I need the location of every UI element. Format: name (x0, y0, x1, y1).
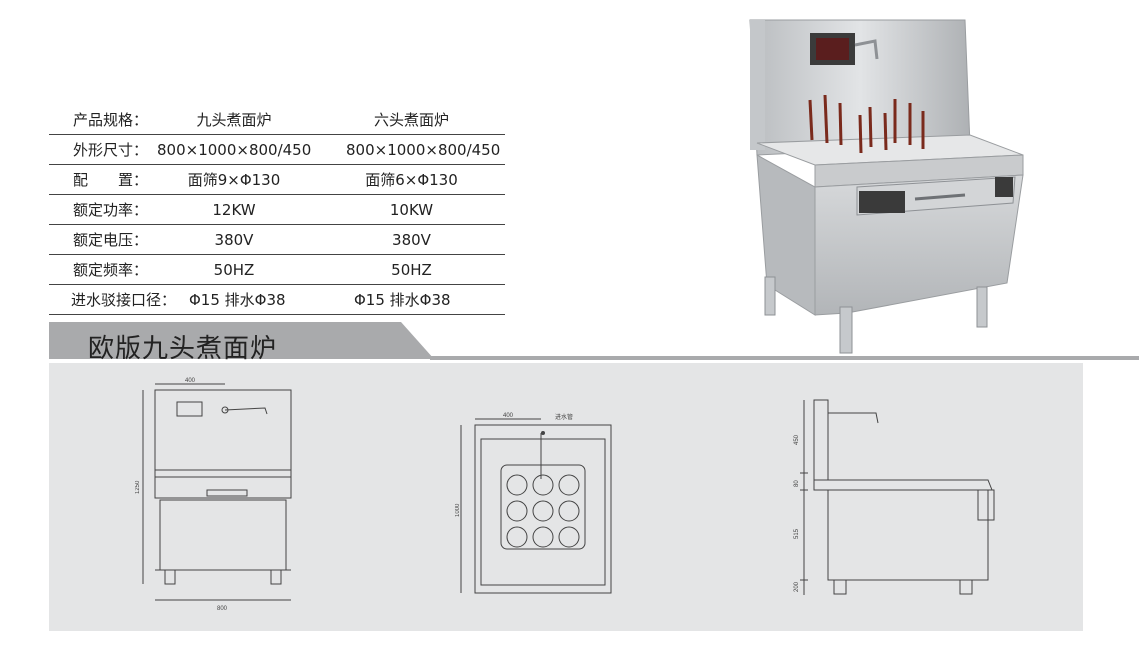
spec-value-nine-head: 九头煮面炉 (196, 111, 272, 129)
section-title: 欧版九头煮面炉 (88, 334, 278, 364)
spec-value-six-head: Φ15 排水Φ38 (354, 291, 451, 309)
spec-label: 进水驳接口径： (71, 291, 177, 309)
spec-value-six-head: 六头煮面炉 (373, 111, 449, 129)
spec-row: 额定功率： 12KW 10KW (49, 195, 505, 225)
dim-label: 800 (217, 606, 228, 612)
spec-row: 配 置： 面筛9×Φ130 面筛6×Φ130 (49, 165, 505, 195)
dim-label: 400 (503, 413, 514, 419)
spec-value-six-head: 面筛6×Φ130 (365, 171, 458, 189)
dim-label: 200 (794, 581, 800, 592)
product-photo (749, 19, 1024, 354)
top-view-drawing: 400 进水管 1000 (455, 413, 612, 594)
spec-value-six-head: 50HZ (391, 261, 432, 279)
spec-row: 进水驳接口径： Φ15 排水Φ38 Φ15 排水Φ38 (49, 285, 505, 315)
side-view-drawing: 450 80 515 200 (794, 399, 995, 595)
spec-row: 额定频率： 50HZ 50HZ (49, 255, 505, 285)
spec-value-six-head: 800×1000×800/450 (346, 141, 501, 159)
dim-label: 450 (794, 434, 800, 445)
drawing-band (49, 363, 1083, 631)
spec-value-nine-head: 12KW (212, 201, 256, 219)
front-view-drawing: 400 1250 800 (135, 378, 292, 612)
spec-label: 外形尺寸： (73, 141, 149, 159)
spec-value-nine-head: 800×1000×800/450 (157, 141, 312, 159)
spec-label: 额定频率： (73, 261, 149, 279)
dim-label: 80 (794, 480, 800, 487)
spec-label: 配 置： (73, 171, 149, 189)
spec-table: 产品规格： 九头煮面炉 六头煮面炉 外形尺寸： 800×1000×800/450… (49, 105, 505, 315)
spec-row: 产品规格： 九头煮面炉 六头煮面炉 (49, 105, 505, 135)
spec-row: 外形尺寸： 800×1000×800/450 800×1000×800/450 (49, 135, 505, 165)
spec-value-nine-head: 50HZ (213, 261, 255, 279)
spec-label: 产品规格： (73, 111, 149, 129)
water-inlet-label: 进水管 (555, 413, 573, 421)
dim-label: 515 (794, 528, 800, 539)
spec-label: 额定电压： (73, 231, 149, 249)
spec-label: 额定功率： (73, 201, 149, 219)
dim-label: 1000 (455, 503, 461, 517)
spec-row: 额定电压： 380V 380V (49, 225, 505, 255)
dim-label: 400 (185, 378, 196, 384)
spec-value-six-head: 10KW (389, 201, 434, 219)
spec-value-nine-head: 面筛9×Φ130 (187, 171, 281, 189)
spec-value-six-head: 380V (392, 231, 431, 249)
dim-label: 1250 (135, 480, 141, 494)
spec-value-nine-head: Φ15 排水Φ38 (189, 291, 286, 309)
banner-line (430, 356, 1139, 360)
spec-value-nine-head: 380V (214, 231, 254, 249)
section-banner (49, 322, 434, 359)
